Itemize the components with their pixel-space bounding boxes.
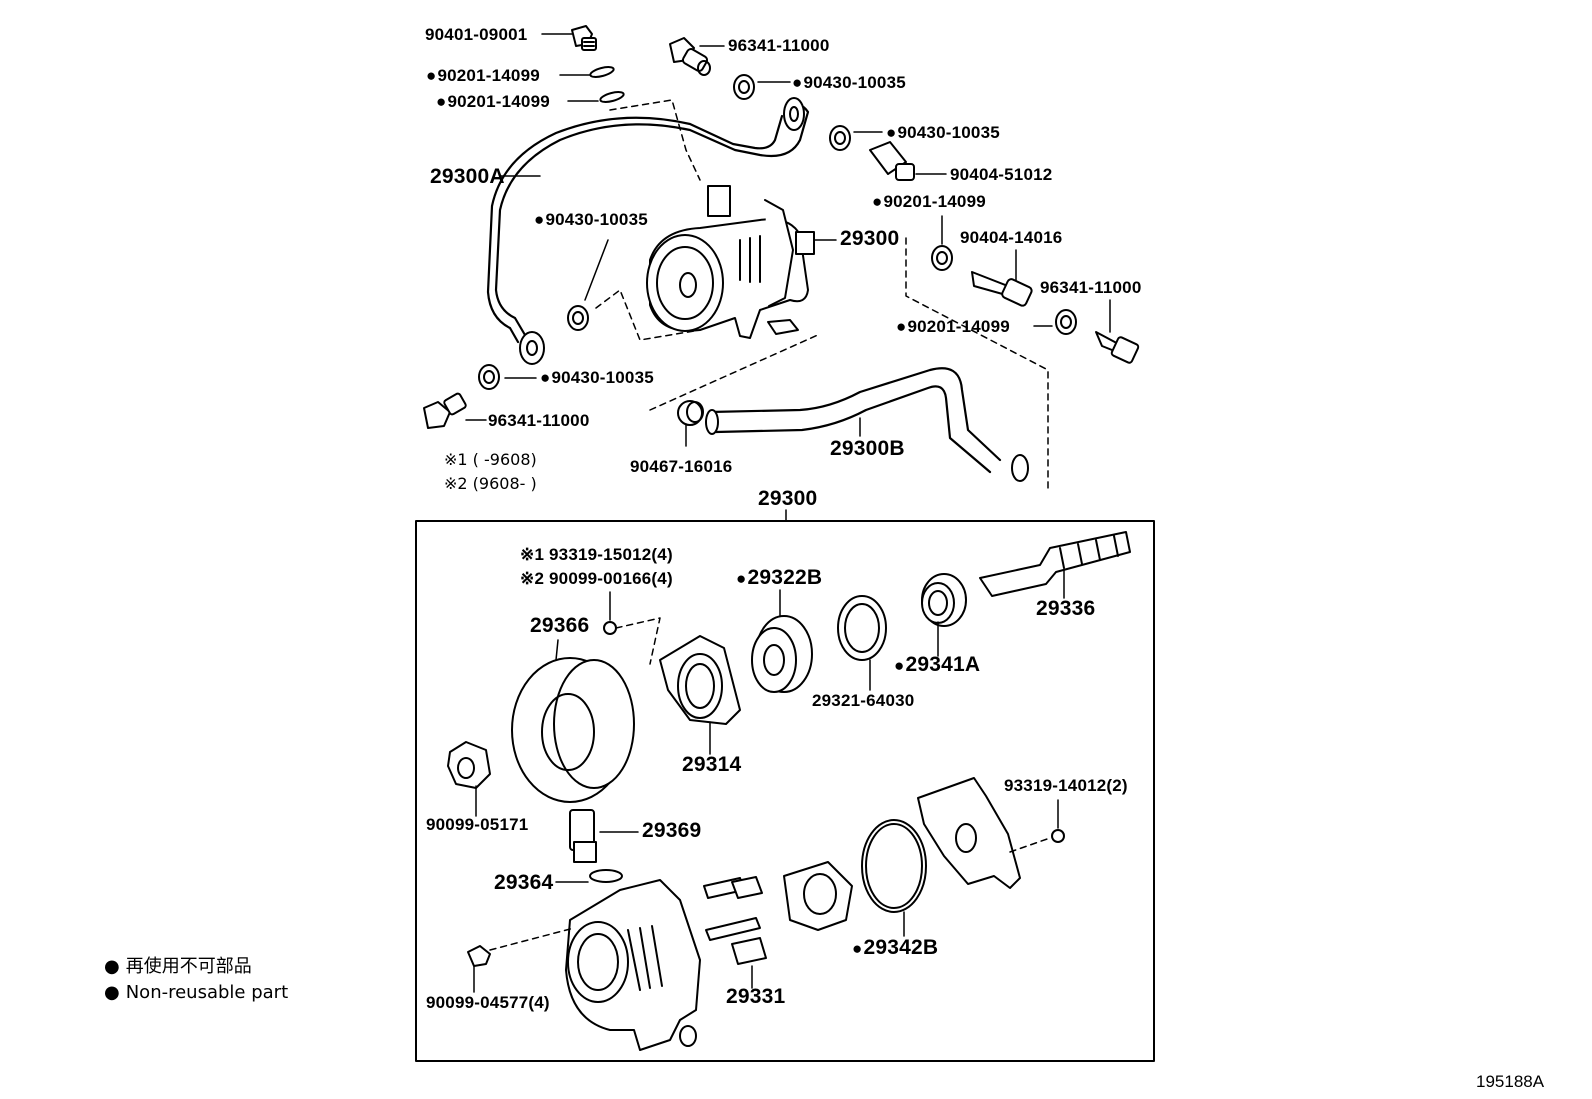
legend-jp-text: 再使用不可部品 <box>125 956 252 977</box>
union-bolt-icon <box>423 392 467 429</box>
legend-jp: ●再使用不可部品 <box>104 958 252 976</box>
o-ring-icon <box>589 869 623 883</box>
reference-code: 195188A <box>1476 1072 1545 1091</box>
part-label: 29336 <box>1036 597 1096 620</box>
part-label: 29322B <box>736 567 822 588</box>
hose-29300a <box>494 104 810 337</box>
part-label: 90404-51012 <box>950 165 1053 184</box>
pump-housing-icon <box>565 879 701 1051</box>
note-2: ※2 (9608- ) <box>444 474 537 493</box>
gasket-icon <box>829 125 851 151</box>
part-label: 96341-11000 <box>488 411 590 430</box>
o-ring-icon <box>861 819 927 913</box>
part-label: 29331 <box>726 985 786 1008</box>
part-label: 29366 <box>530 614 590 637</box>
union-bolt-icon <box>1095 331 1140 364</box>
part-label: 29364 <box>494 871 554 894</box>
hose-29300b <box>708 367 1002 462</box>
part-label: 29314 <box>682 753 742 776</box>
rotor-icon <box>783 861 853 931</box>
union-fitting-icon <box>971 271 1033 307</box>
assembly-label: 29300 <box>758 487 818 510</box>
bullet-icon: ● <box>104 956 120 977</box>
vacuum-pump-icon <box>646 185 815 339</box>
bearing-plate-icon <box>659 635 741 725</box>
part-label: 90201-14099 <box>426 67 540 84</box>
part-label: 96341-11000 <box>728 36 830 55</box>
shaft-icon <box>979 531 1131 597</box>
hose-clamp-icon <box>677 400 704 426</box>
part-label: ※2 90099-00166(4) <box>520 569 673 588</box>
note-1: ※1 ( -9608) <box>444 450 537 469</box>
screw-symbol-icon <box>603 621 617 635</box>
union-fitting-icon <box>869 141 915 181</box>
part-label: 90099-04577(4) <box>426 993 550 1012</box>
bullet-icon: ● <box>104 982 120 1003</box>
part-label: 90430-10035 <box>534 211 648 228</box>
oil-seal-icon <box>921 573 967 627</box>
part-label: ※1 93319-15012(4) <box>520 545 673 564</box>
part-label: 90404-14016 <box>960 228 1063 247</box>
part-label: 96341-11000 <box>1040 278 1142 297</box>
part-label: 90201-14099 <box>436 93 550 110</box>
plug-90401-icon <box>571 25 597 51</box>
gasket-icon <box>478 364 500 390</box>
part-label: 90430-10035 <box>540 369 654 386</box>
vane-icon <box>703 876 767 965</box>
pulley-icon <box>511 657 635 803</box>
screw-symbol-icon <box>1051 829 1065 843</box>
part-label: 29300B <box>830 437 905 460</box>
part-label: 90430-10035 <box>886 124 1000 141</box>
part-label: 90467-16016 <box>630 457 733 476</box>
part-label: 29369 <box>642 819 702 842</box>
union-bolt-icon <box>669 37 711 76</box>
nut-icon <box>447 741 491 789</box>
bolt-icon <box>467 945 491 967</box>
part-label: 29342B <box>852 937 938 958</box>
gasket-icon <box>733 74 755 100</box>
shim-icon <box>837 595 887 661</box>
o-ring-icon <box>589 66 615 78</box>
part-label: 29300 <box>840 227 900 250</box>
part-label: 90401-09001 <box>425 25 528 44</box>
part-label: 29321-64030 <box>812 691 915 710</box>
legend-en: ●Non-reusable part <box>104 984 288 1002</box>
fitting-icon <box>569 809 597 863</box>
part-label: 90201-14099 <box>872 193 986 210</box>
part-label: 29300A <box>430 165 505 188</box>
end-plate-icon <box>917 777 1021 889</box>
gasket-icon <box>931 245 953 271</box>
part-label: 93319-14012(2) <box>1004 776 1128 795</box>
part-label: 90201-14099 <box>896 318 1010 335</box>
bearing-icon <box>751 615 813 693</box>
o-ring-icon <box>599 91 625 103</box>
part-label: 29341A <box>894 654 980 675</box>
part-label: 90430-10035 <box>792 74 906 91</box>
assembly-box <box>415 520 1155 1062</box>
gasket-icon <box>1055 309 1077 335</box>
gasket-icon <box>567 305 589 331</box>
part-label: 90099-05171 <box>426 815 529 834</box>
legend-en-text: Non-reusable part <box>125 982 289 1003</box>
